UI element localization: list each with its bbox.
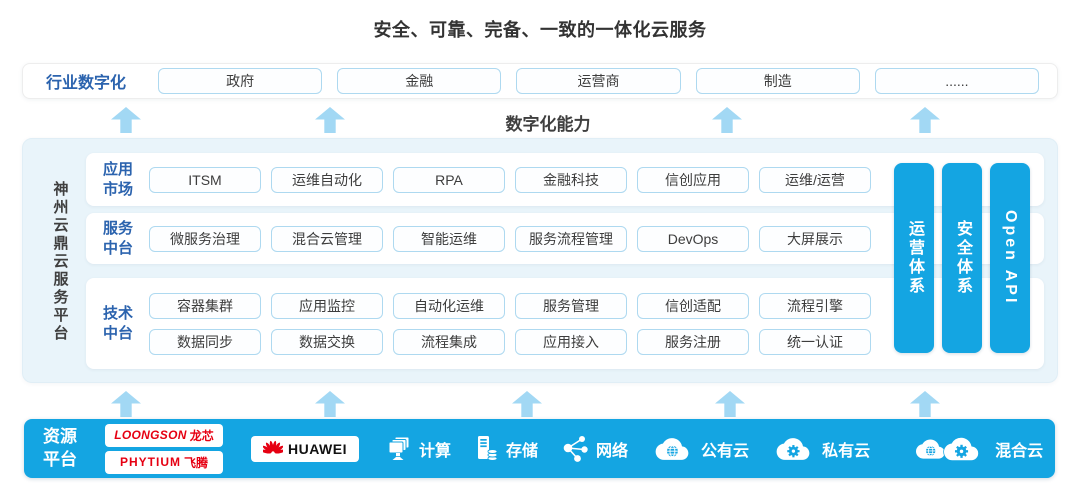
phytium-logo: PHYTIUM 飞腾 [105, 450, 223, 474]
chip-service-process-mgmt: 服务流程管理 [515, 225, 627, 252]
loongson-logo: LOONGSON 龙芯 [105, 423, 223, 447]
compute-icon [388, 436, 410, 460]
chip-hybrid-cloud-mgmt: 混合云管理 [271, 225, 383, 252]
chip-data-sync: 数据同步 [149, 328, 261, 355]
chip-microservice-governance: 微服务治理 [149, 225, 261, 252]
chip-ops-automation: 运维自动化 [271, 166, 383, 193]
pillar-security-system: 安全体系 [942, 163, 982, 353]
capability-label: 数字化能力 [505, 115, 591, 134]
arrow-up-icon [910, 391, 940, 417]
platform-panel: 神州云鼎云服务平台 应用 市场 ITSM 运维自动化 RPA 金融科技 信创应用… [22, 138, 1058, 383]
tech-chip-list-2: 数据同步 数据交换 流程集成 应用接入 服务注册 统一认证 [149, 328, 871, 355]
app-market-row: 应用 市场 ITSM 运维自动化 RPA 金融科技 信创应用 运维/运营 [86, 153, 1044, 206]
arrow-up-icon [111, 391, 141, 417]
chip-process-engine: 流程引擎 [759, 292, 871, 319]
resource-item-list: 计算 存储 [385, 433, 1055, 465]
page-title: 安全、可靠、完备、一致的一体化云服务 [373, 20, 707, 40]
chip-ops-operation: 运维/运营 [759, 166, 871, 193]
industry-chip-more: ...... [874, 68, 1040, 94]
industry-row-label: 行业数字化 [46, 75, 127, 92]
industry-chip-manufacturing: 制造 [695, 68, 860, 94]
vendor-column: LOONGSON 龙芯 PHYTIUM 飞腾 [105, 423, 223, 474]
arrow-up-icon [111, 107, 141, 133]
industry-chip-operator: 运营商 [516, 68, 681, 94]
chip-devops: DevOps [637, 225, 749, 252]
tech-chip-list-1: 容器集群 应用监控 自动化运维 服务管理 信创适配 流程引擎 [149, 292, 871, 319]
chip-xinchuang-adaptation: 信创适配 [637, 292, 749, 319]
chip-fintech: 金融科技 [515, 166, 627, 193]
service-platform-row: 服务 中台 微服务治理 混合云管理 智能运维 服务流程管理 DevOps 大屏展… [86, 213, 1044, 264]
chip-intelligent-ops: 智能运维 [393, 225, 505, 252]
arrow-up-icon [910, 107, 940, 133]
arrow-up-icon [712, 107, 742, 133]
storage-icon [478, 436, 498, 461]
chip-app-access: 应用接入 [515, 328, 627, 355]
hybrid-cloud-icon [916, 436, 979, 461]
chip-service-mgmt: 服务管理 [515, 292, 627, 319]
tech-platform-label: 技术 中台 [102, 305, 133, 342]
industry-row: 行业数字化 政府 金融 运营商 制造 ...... [22, 63, 1058, 99]
resource-item-storage: 存储 [472, 434, 538, 463]
chip-unified-auth: 统一认证 [759, 328, 871, 355]
chip-data-exchange: 数据交换 [271, 328, 383, 355]
industry-chip-finance: 金融 [337, 68, 502, 94]
resource-item-private-cloud: 私有云 [770, 434, 870, 464]
resource-bar: 资源 平台 LOONGSON 龙芯 PHYTIUM 飞腾 HUAWEI [24, 419, 1055, 478]
platform-name-text: 神州云鼎云服务平台 [51, 180, 69, 343]
chip-service-registry: 服务注册 [637, 328, 749, 355]
arrow-up-icon [315, 391, 345, 417]
service-platform-label: 服务 中台 [102, 220, 133, 257]
arrow-up-icon [512, 391, 542, 417]
chip-automated-ops: 自动化运维 [393, 292, 505, 319]
public-cloud-icon [655, 437, 689, 460]
resource-item-hybrid-cloud: 混合云 [907, 433, 1043, 465]
network-icon [563, 436, 588, 462]
huawei-logo: HUAWEI [251, 435, 359, 462]
resource-item-compute: 计算 [385, 435, 451, 462]
resource-item-public-cloud: 公有云 [649, 434, 749, 464]
industry-chip-government: 政府 [158, 68, 323, 94]
arrow-up-icon [715, 391, 745, 417]
arrow-up-icon [315, 107, 345, 133]
pillar-operations-system: 运营体系 [894, 163, 934, 353]
tech-platform-row: 技术 中台 容器集群 应用监控 自动化运维 服务管理 信创适配 流程引擎 数据同… [86, 278, 1044, 369]
huawei-flower-icon [263, 440, 283, 454]
chip-xinchuang-app: 信创应用 [637, 166, 749, 193]
platform-name: 神州云鼎云服务平台 [37, 139, 83, 384]
industry-chip-list: 政府 金融 运营商 制造 ...... [158, 68, 1040, 94]
chip-container-cluster: 容器集群 [149, 292, 261, 319]
private-cloud-icon [776, 437, 810, 460]
app-market-chip-list: ITSM 运维自动化 RPA 金融科技 信创应用 运维/运营 [149, 166, 871, 193]
chip-itsm: ITSM [149, 166, 261, 193]
resource-bar-label: 资源 平台 [43, 427, 77, 469]
chip-process-integration: 流程集成 [393, 328, 505, 355]
chip-app-monitoring: 应用监控 [271, 292, 383, 319]
resource-item-network: 网络 [559, 434, 628, 463]
pillar-open-api: Open API [990, 163, 1030, 353]
chip-rpa: RPA [393, 166, 505, 193]
app-market-label: 应用 市场 [102, 161, 133, 198]
chip-big-screen: 大屏展示 [759, 225, 871, 252]
service-chip-list: 微服务治理 混合云管理 智能运维 服务流程管理 DevOps 大屏展示 [149, 225, 871, 252]
tech-chip-stack: 容器集群 应用监控 自动化运维 服务管理 信创适配 流程引擎 数据同步 数据交换… [149, 292, 871, 355]
